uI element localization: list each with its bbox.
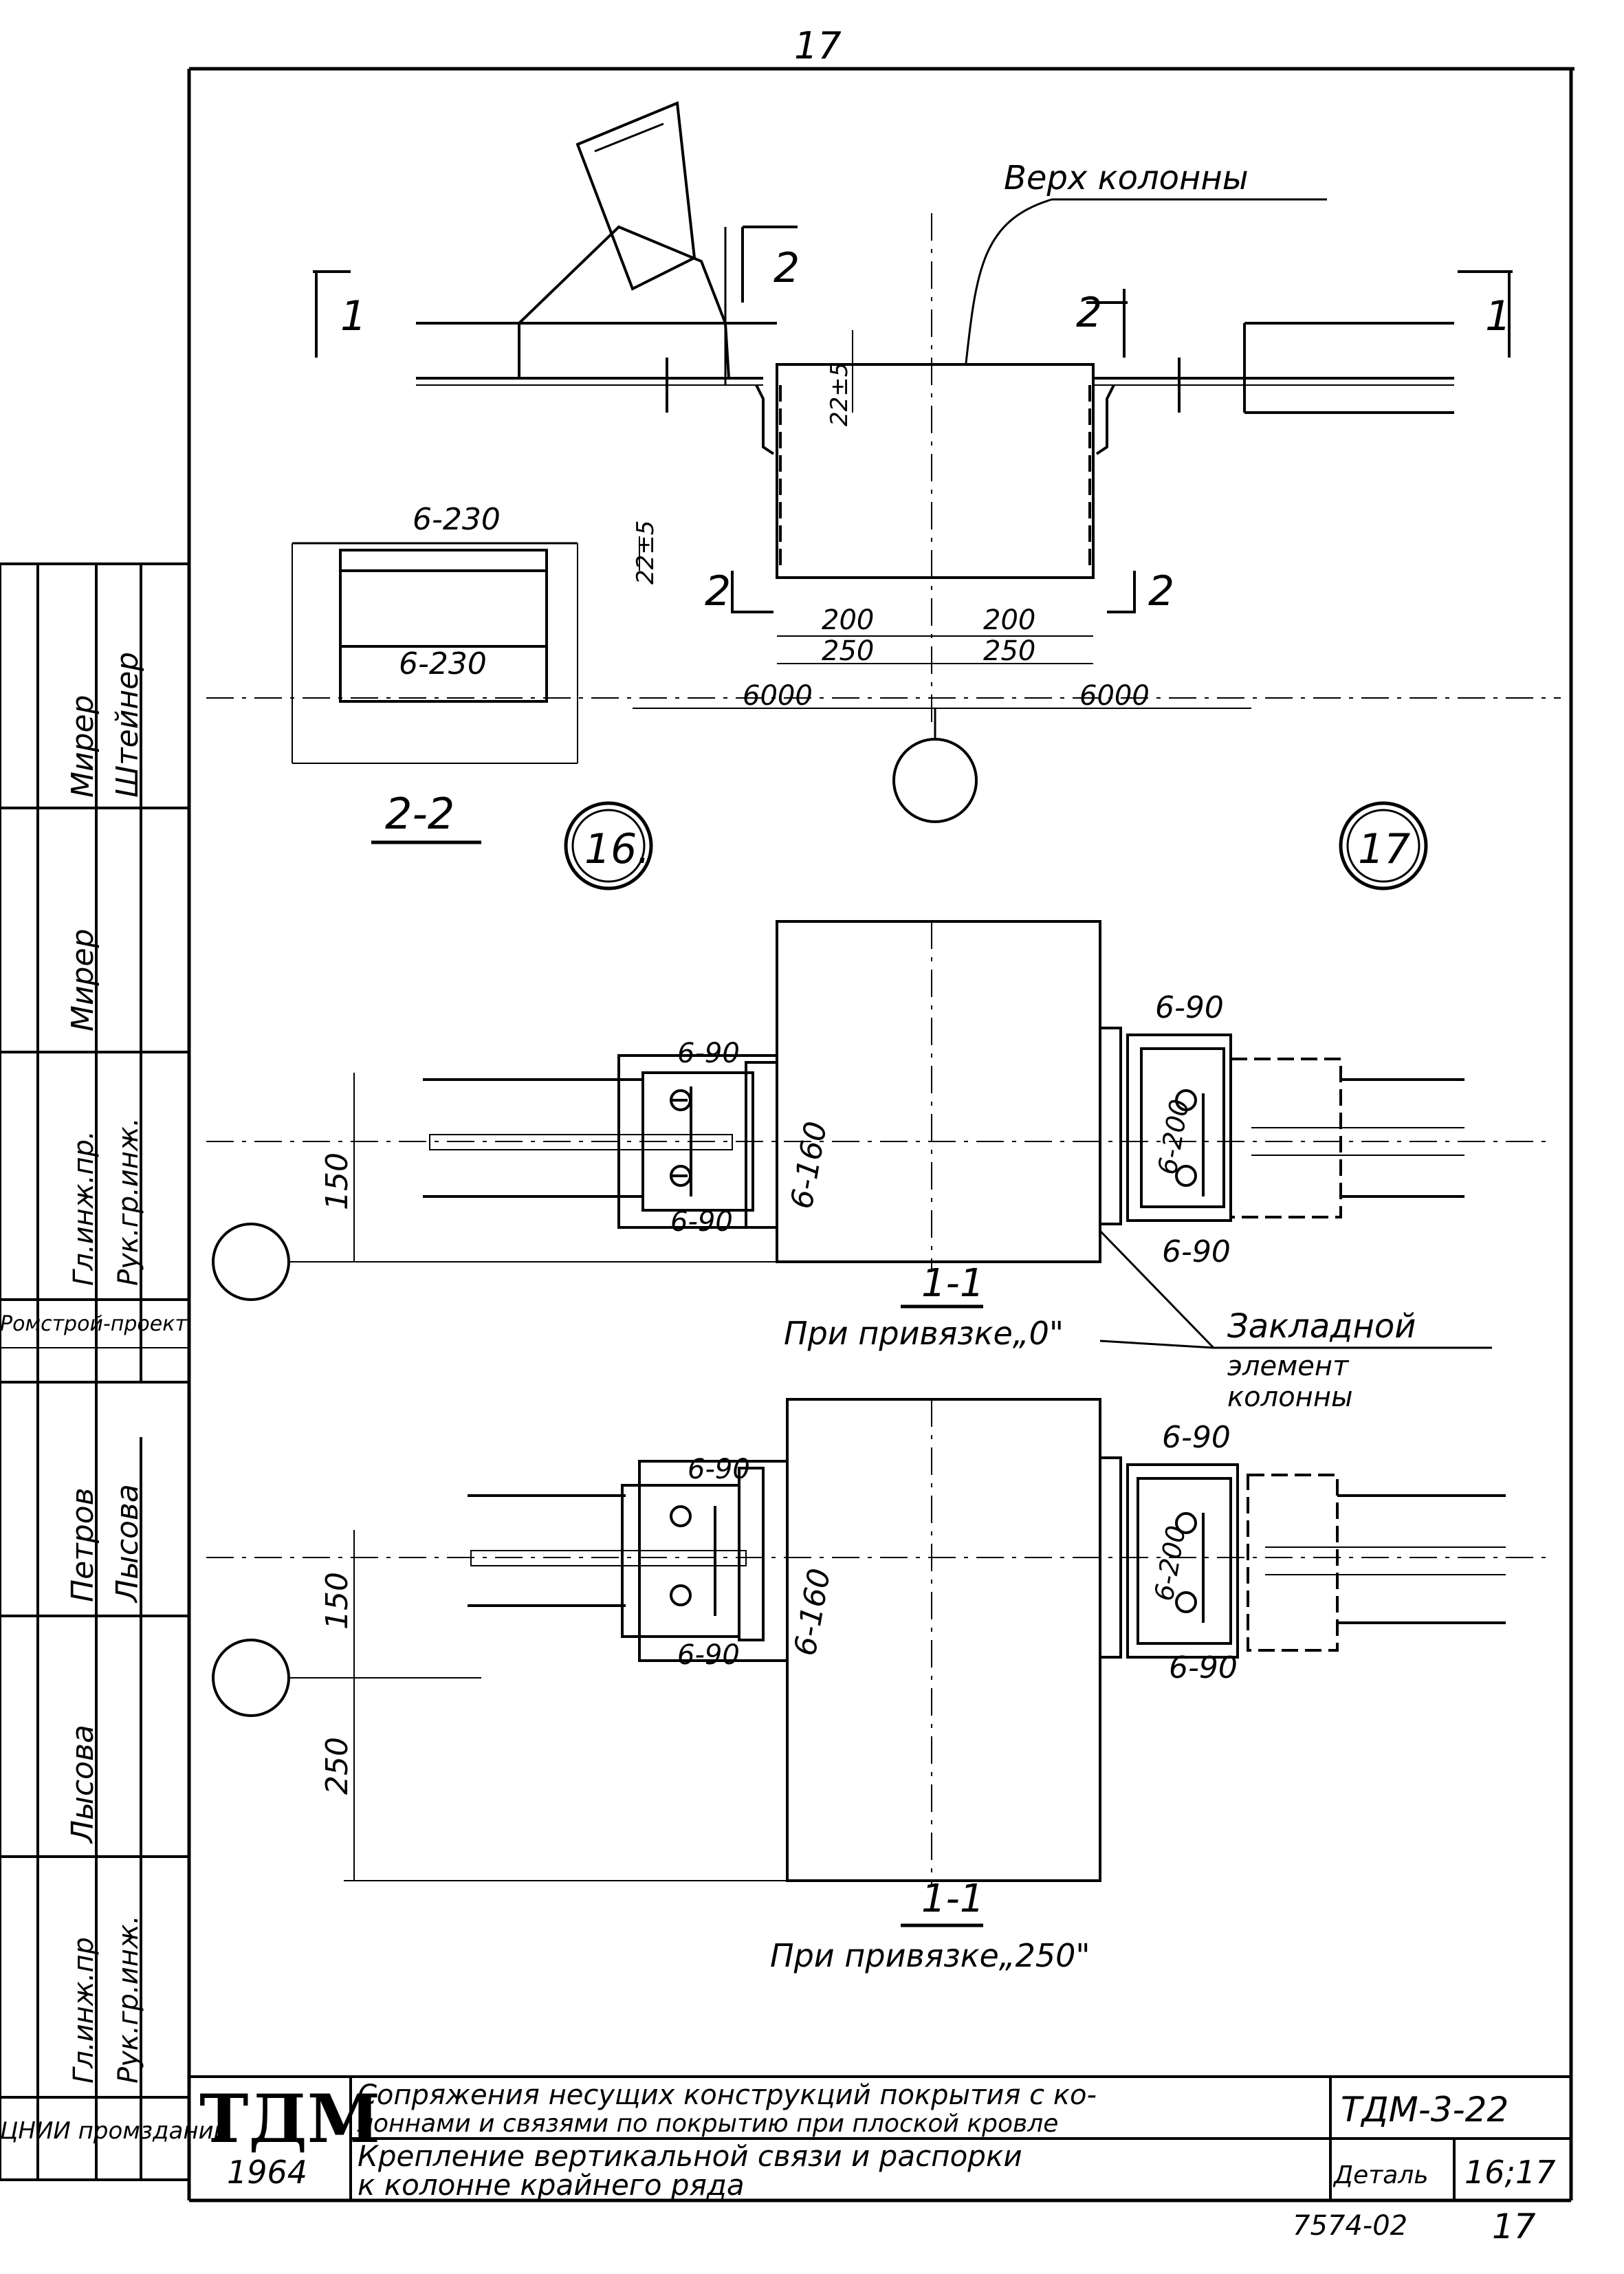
stamp-role-1a: Гл.инж.пр.	[68, 1130, 100, 1286]
section-1-1-b	[206, 1398, 1547, 1927]
section-1-1-a-weld-bottom-right: 6-90	[1162, 1234, 1231, 1269]
section-1-1-a-weld-top-right: 6-90	[1155, 990, 1224, 1025]
dim-200-left: 200	[822, 604, 874, 636]
section-1-1-b-dim-250: 250	[320, 1737, 355, 1795]
detail-marker-right: 17	[1358, 825, 1410, 873]
section-1-1-a-weld-inner-right: 6-200	[1152, 1097, 1196, 1177]
page-number-top: 17	[794, 24, 842, 67]
title-detail-number: 16;17	[1464, 2154, 1556, 2191]
title-block	[0, 2075, 1571, 2200]
stamp-name-2b: Лысова	[110, 1484, 145, 1604]
column-top-label: Верх колонны	[1004, 159, 1249, 197]
section-2-2-weld-bottom: 6-230	[399, 646, 487, 681]
bottom-number: 7574-02	[1293, 2210, 1407, 2242]
stamp-org: Ромстрой-проект	[0, 1312, 188, 1336]
dim-6000-left: 6000	[743, 680, 813, 712]
section-mark-2-bottom-right: 2	[1148, 567, 1174, 615]
title-org: ЦНИИ промзданий	[0, 2117, 229, 2145]
title-year: 1964	[227, 2154, 307, 2191]
title-logo: ТДМ	[199, 2080, 380, 2158]
gap-dim: 22±5	[826, 362, 853, 426]
section-1-1-b-title: 1-1	[921, 1877, 984, 1921]
embedded-label-line1: Закладной	[1227, 1307, 1416, 1346]
dim-200-right: 200	[983, 604, 1035, 636]
section-mark-2-top-right: 2	[1076, 289, 1102, 337]
section-2-2-weld-top: 6-230	[413, 502, 501, 537]
embedded-label-line2: элемент	[1227, 1351, 1350, 1382]
title-series: ТДМ-3-22	[1341, 2090, 1508, 2130]
section-1-1-a-dim-150: 150	[320, 1152, 355, 1210]
section-1-1-a-weld-bottom-left: 6-90	[670, 1206, 733, 1238]
stamp-name-2a: Петров	[65, 1487, 100, 1602]
section-1-1-a	[206, 920, 1547, 1349]
bottom-page: 17	[1492, 2207, 1536, 2246]
section-mark-1-left: 1	[340, 292, 366, 340]
stamp-role-2b: Рук.гр.инж.	[113, 1915, 144, 2084]
dim-6000-right: 6000	[1079, 680, 1150, 712]
section-mark-2-bottom-left: 2	[705, 567, 731, 615]
section-2-2-gap-dim: 22±5	[632, 521, 659, 584]
dim-250-left: 250	[822, 635, 874, 667]
stamp-signature-2: Лысова	[65, 1725, 100, 1844]
stamp-name-1b: Штейнер	[110, 652, 145, 798]
section-1-1-b-weld-vertical: 6-160	[788, 1566, 837, 1659]
detail-marker-left: 16.	[584, 825, 650, 873]
top-view	[206, 101, 1561, 823]
subtitle-line-1: Крепление вертикальной связи и распорки	[358, 2139, 1022, 2173]
section-1-1-b-weld-top-right: 6-90	[1162, 1420, 1231, 1455]
section-1-1-b-weld-bottom-left: 6-90	[677, 1639, 740, 1671]
stamp-role-1b: Рук.гр.инж.	[113, 1117, 144, 1286]
section-mark-1-right: 1	[1485, 292, 1511, 340]
title-detail-label: Деталь	[1332, 2161, 1429, 2189]
stamp-signature-1: Мирер	[65, 929, 100, 1032]
stamp-role-2a: Гл.инж.пр	[68, 1937, 100, 2084]
title-line-1: Сопряжения несущих конструкций покрытия …	[358, 2079, 1097, 2111]
section-2-2-title: 2-2	[385, 789, 454, 839]
section-1-1-b-weld-bottom-right: 6-90	[1169, 1650, 1238, 1685]
section-mark-2-top-left: 2	[773, 244, 800, 292]
stamp-name-1a: Мирер	[65, 695, 100, 798]
subtitle-line-2: к колонне крайнего ряда	[358, 2168, 745, 2202]
section-1-1-b-weld-top-left: 6-90	[688, 1454, 750, 1485]
section-1-1-b-dim-150: 150	[320, 1572, 355, 1630]
section-1-1-a-subtitle: При привязке„0"	[784, 1315, 1064, 1352]
section-1-1-a-title: 1-1	[921, 1261, 984, 1306]
dim-250-right: 250	[983, 635, 1035, 667]
section-1-1-a-weld-vertical: 6-160	[784, 1119, 834, 1212]
section-1-1-b-subtitle: При привязке„250"	[770, 1937, 1090, 1974]
section-2-2	[292, 536, 1428, 890]
embedded-label-line3: колонны	[1227, 1381, 1353, 1413]
section-1-1-a-weld-top-left: 6-90	[677, 1038, 740, 1069]
title-line-2: лоннами и связями по покрытию при плоско…	[357, 2110, 1058, 2138]
